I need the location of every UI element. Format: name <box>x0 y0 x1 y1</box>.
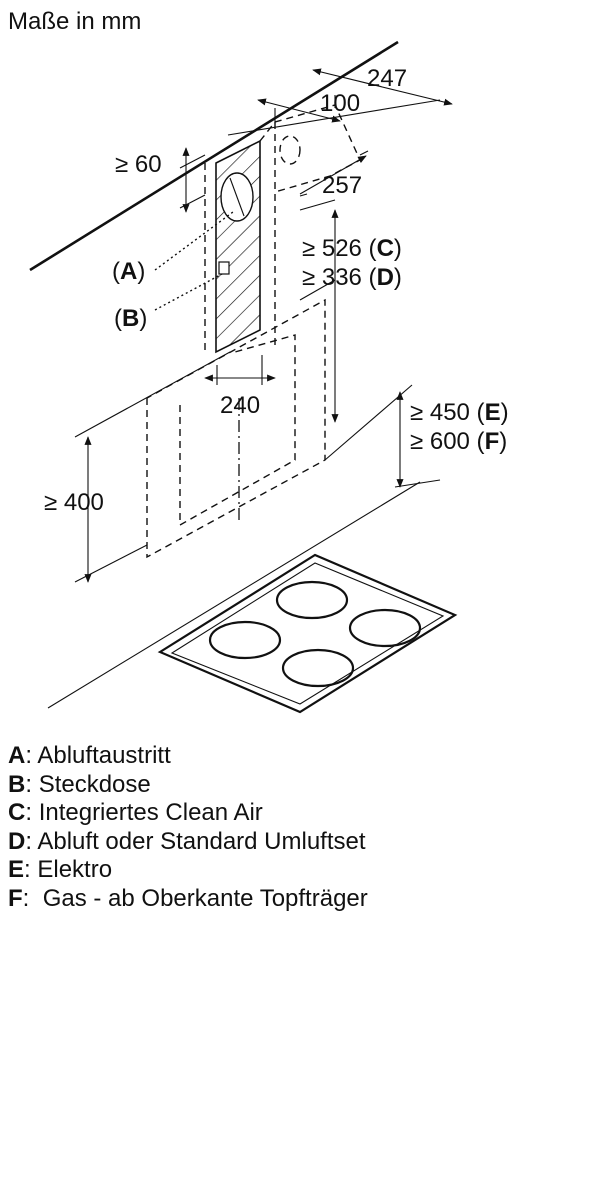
legend-item-f: F: Gas - ab Oberkante Topfträger <box>8 884 368 912</box>
legend-item-d: D: Abluft oder Standard Umluftset <box>8 827 366 855</box>
ext-line <box>324 384 413 461</box>
installation-diagram: Maße in mm <box>8 8 509 714</box>
callout-leader-b <box>154 273 223 311</box>
ext-line <box>359 150 369 156</box>
socket-icon <box>218 261 230 275</box>
legend-item-e: E: Elektro <box>8 856 113 883</box>
ext-line <box>299 199 336 211</box>
cooktop <box>47 481 458 714</box>
diagram-title: Maße in mm <box>8 8 141 35</box>
legend-item-a: A: Abluftaustritt <box>8 742 171 769</box>
legend: A: Abluftaustritt B: Steckdose C: Integr… <box>8 742 368 913</box>
dimension-600-f: ≥ 600 (F) <box>410 428 507 455</box>
ext-line <box>299 279 336 301</box>
callout-b: (B) <box>114 305 147 332</box>
callout-a: (A) <box>112 258 145 285</box>
burner-left <box>208 620 282 660</box>
burner-front <box>281 648 355 688</box>
dimension-247: 247 <box>367 65 407 92</box>
dimension-257: 257 <box>322 172 362 199</box>
ext-line <box>299 193 308 197</box>
legend-item-c: C: Integriertes Clean Air <box>8 799 263 826</box>
callout-leader-a <box>154 211 234 271</box>
ext-line <box>74 544 148 583</box>
ext-line <box>74 351 231 438</box>
dimension-240: 240 <box>220 392 260 419</box>
duct-rear-circle <box>279 135 301 165</box>
dim-line-100 <box>257 98 341 123</box>
exhaust-opening-mark <box>229 177 245 217</box>
dimension-336-d: ≥ 336 (D) <box>302 264 402 291</box>
dimension-60: ≥ 60 <box>115 151 162 178</box>
dimension-450-e: ≥ 450 (E) <box>410 399 509 426</box>
dimension-100: 100 <box>320 90 360 117</box>
ext-line <box>179 194 206 209</box>
hood-inner-outline <box>179 334 296 527</box>
dim-line-257 <box>299 155 367 195</box>
dimension-526-c: ≥ 526 (C) <box>302 235 402 262</box>
dim-line-247 <box>312 68 453 106</box>
dimension-400: ≥ 400 <box>44 489 104 516</box>
legend-item-b: B: Steckdose <box>8 770 151 798</box>
burner-right <box>348 608 422 648</box>
burner-back <box>275 580 349 620</box>
ext-line <box>179 154 206 169</box>
